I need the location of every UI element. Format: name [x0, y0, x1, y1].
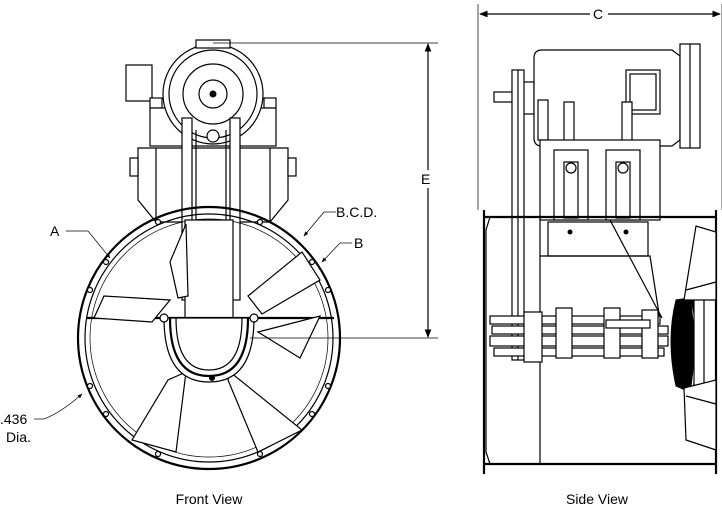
- side-hub: [670, 289, 705, 393]
- side-view: C: [477, 4, 722, 474]
- label-a: A: [50, 223, 60, 239]
- leader-b: [321, 242, 352, 263]
- dimension-c: [477, 4, 722, 210]
- label-bcd: B.C.D.: [336, 204, 377, 220]
- front-motor: [125, 39, 277, 147]
- label-b: B: [354, 235, 363, 251]
- side-blades: [683, 225, 717, 451]
- side-mount-bracket: [539, 139, 661, 257]
- label-c: C: [593, 6, 603, 22]
- front-shaft-support: [184, 219, 234, 321]
- leader-hole: [34, 393, 83, 420]
- fan-hub: [159, 313, 259, 383]
- dimension-e: [213, 42, 438, 339]
- side-shaft-assembly: [489, 307, 669, 363]
- label-hole-size: .436: [0, 411, 27, 427]
- label-e: E: [421, 171, 430, 187]
- label-hole-dia: Dia.: [6, 429, 31, 445]
- caption-front-view: Front View: [176, 491, 244, 507]
- fan-blades: [93, 223, 322, 453]
- leader-a: [66, 230, 111, 259]
- front-view: E A B.C.D. B .436 Dia.: [0, 39, 438, 471]
- leader-bcd: [303, 211, 336, 237]
- side-belt-plate: [511, 69, 525, 361]
- bolt-holes: [86, 218, 332, 458]
- side-motor: [493, 43, 701, 149]
- caption-side-view: Side View: [566, 491, 629, 507]
